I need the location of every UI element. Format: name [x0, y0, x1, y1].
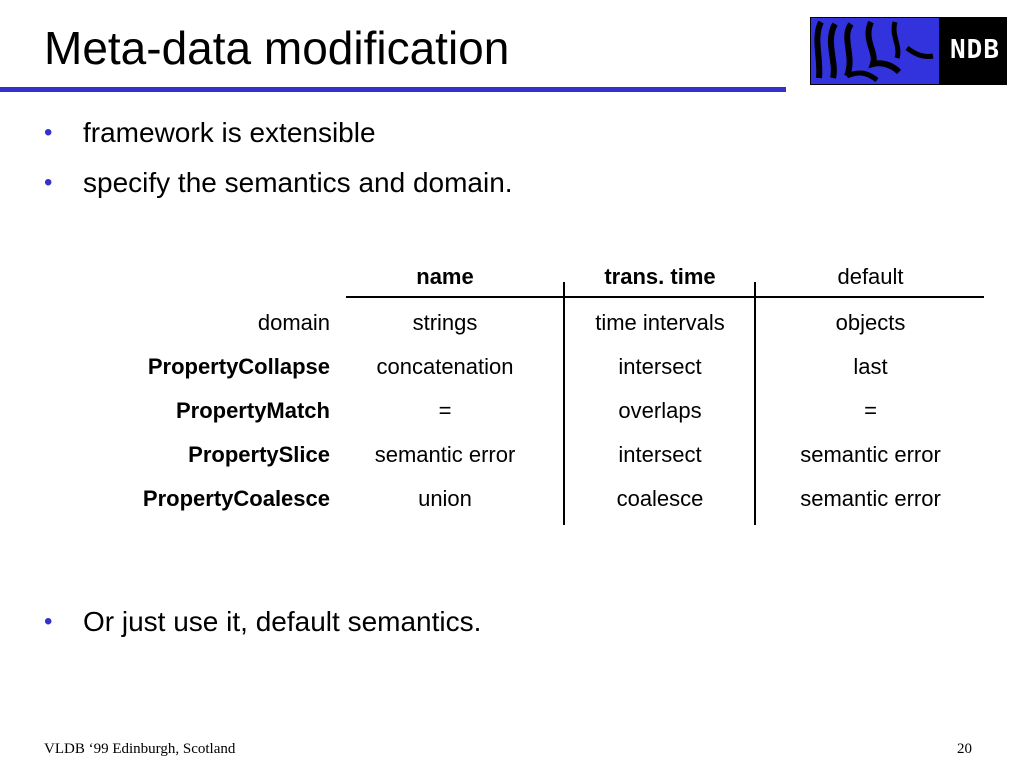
table-cell: =	[438, 398, 452, 423]
table-cell: union	[418, 486, 472, 511]
footer-conference: VLDB ‘99 Edinburgh, Scotland	[44, 741, 236, 757]
table-cell: time intervals	[595, 310, 725, 335]
table-cell: objects	[835, 310, 906, 335]
column-divider	[563, 282, 565, 525]
title-underline	[0, 87, 786, 92]
table-cell: =	[864, 398, 877, 423]
table-cell: overlaps	[618, 398, 702, 423]
row-label-property-coalesce: PropertyCoalesce	[142, 486, 330, 511]
column-header-name: name	[416, 264, 474, 289]
bullet-dot: •	[44, 169, 53, 196]
bullet-list-top: • framework is extensible • specify the …	[44, 108, 513, 208]
bullet-item: • Or just use it, default semantics.	[44, 597, 481, 647]
table-cell: intersect	[618, 442, 702, 467]
bullet-dot: •	[44, 119, 53, 146]
table-cell: coalesce	[616, 486, 704, 511]
table-cell: concatenation	[376, 354, 514, 379]
row-label-property-slice: PropertySlice	[188, 442, 330, 467]
bullet-item: • framework is extensible	[44, 108, 513, 158]
bullet-dot: •	[44, 608, 53, 635]
logo-text: NDB	[950, 35, 1000, 65]
bullet-list-bottom: • Or just use it, default semantics.	[44, 597, 481, 647]
slide-title: Meta-data modification	[44, 22, 510, 74]
table-cell: strings	[412, 310, 478, 335]
row-label-property-match: PropertyMatch	[175, 398, 330, 423]
column-divider	[754, 282, 756, 525]
table-cell: last	[853, 354, 888, 379]
bullet-item: • specify the semantics and domain.	[44, 158, 513, 208]
row-label-domain: domain	[257, 310, 330, 335]
ndb-logo: NDB	[810, 17, 1007, 85]
table-cell: semantic error	[374, 442, 516, 467]
column-header-default: default	[837, 264, 904, 289]
header-divider	[346, 296, 984, 298]
footer-page-number: 20	[957, 741, 972, 757]
table-cell: semantic error	[800, 486, 941, 511]
bullet-text: specify the semantics and domain.	[83, 167, 513, 198]
table-cell: intersect	[618, 354, 702, 379]
row-label-property-collapse: PropertyCollapse	[147, 354, 330, 379]
bullet-text: Or just use it, default semantics.	[83, 606, 482, 637]
bullet-text: framework is extensible	[83, 117, 376, 148]
table-cell: semantic error	[800, 442, 941, 467]
column-header-trans-time: trans. time	[604, 264, 716, 289]
